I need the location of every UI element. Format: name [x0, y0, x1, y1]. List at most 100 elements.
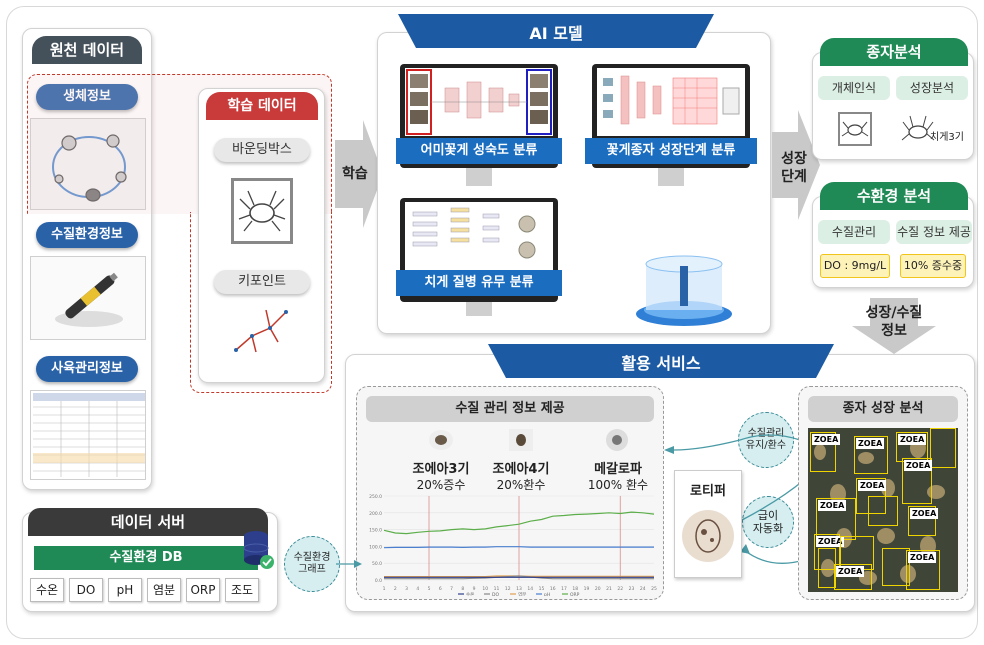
- service-title: 활용 서비스: [621, 354, 701, 373]
- water-maintain-line1: 수질관리: [747, 428, 785, 439]
- chart-x-tick: 1: [383, 586, 386, 592]
- zoea-box: [834, 564, 872, 590]
- chart-x-tick: 12: [505, 586, 511, 592]
- bounding-box-label: 바운딩박스: [214, 138, 310, 162]
- seed-crab-icon: [900, 112, 936, 148]
- seed-analysis-title: 종자분석: [820, 38, 968, 66]
- task-maturity-label: 어미꽃게 성숙도 분류: [396, 138, 562, 164]
- stage-zoea4-icon: [508, 428, 534, 452]
- learn-arrow-label: 학습: [342, 166, 368, 182]
- chart-y-tick: 200.0: [369, 511, 382, 517]
- chart-x-tick: 8: [461, 586, 464, 592]
- stage-zoea3-name: 조에아3기: [412, 462, 470, 477]
- chart-x-tick: 14: [527, 586, 533, 592]
- task-growth-label: 꽃게종자 성장단계 분류: [585, 138, 757, 164]
- chart-y-tick: 100.0: [369, 544, 382, 550]
- monitor-disease-stand: [466, 302, 492, 316]
- zoea-box: [930, 428, 956, 468]
- db-field-4: ORP: [186, 578, 220, 602]
- chart-series-line: [384, 575, 654, 580]
- water-increase-value: 10% 증수중: [900, 254, 966, 278]
- chart-x-tick: 22: [617, 586, 623, 592]
- database-icon: [242, 530, 274, 570]
- zoea-box: [818, 548, 836, 588]
- zoea-box: [902, 458, 932, 504]
- water-db-bar: 수질환경 DB: [34, 546, 258, 570]
- growth-stage-label: 성장 단계: [776, 150, 812, 186]
- chart-x-tick: 15: [539, 586, 545, 592]
- monitor-disease-screen: [405, 202, 553, 270]
- stage-zoea3-icon: [428, 428, 454, 452]
- zoea-tag: ZOEA: [856, 438, 885, 449]
- chart-x-tick: 16: [550, 586, 556, 592]
- chart-x-tick: 3: [405, 586, 408, 592]
- stage-zoea4-action: 20%환수: [496, 478, 546, 492]
- chart-x-tick: 20: [595, 586, 601, 592]
- water-do-value: DO : 9mg/L: [820, 254, 890, 278]
- seed-analysis-panel: [812, 52, 974, 160]
- chart-legend-label: 염분: [518, 591, 526, 596]
- water-sensor-image: [30, 256, 146, 340]
- water-graph-line2: 그래프: [298, 564, 326, 575]
- water-item-info: 수질 정보 제공: [896, 220, 972, 244]
- zoea-tag: ZOEA: [816, 536, 845, 547]
- water-item-manage: 수질관리: [818, 220, 890, 244]
- water-analysis-title: 수환경 분석: [820, 182, 968, 210]
- water-maintain-line2: 유지/환수: [745, 440, 787, 451]
- auto-feed-line1: 급이: [757, 508, 779, 522]
- db-field-2: pH: [108, 578, 142, 602]
- chart-x-tick: 23: [629, 586, 635, 592]
- service-ribbon: 활용 서비스: [488, 344, 834, 378]
- growth-water-arrow: [852, 298, 936, 354]
- chart-x-tick: 18: [572, 586, 578, 592]
- rearing-info-label: 사육관리정보: [36, 356, 138, 382]
- stage-zoea3-action: 20%증수: [416, 478, 466, 492]
- rotifer-label: 로티퍼: [690, 484, 726, 499]
- zoea-tag: ZOEA: [910, 508, 939, 519]
- stage-megalopa-name: 메갈로파: [594, 462, 642, 477]
- chart-x-tick: 10: [482, 586, 488, 592]
- chart-x-tick: 2: [394, 586, 397, 592]
- chart-x-tick: 19: [584, 586, 590, 592]
- seed-crab-box-image: [838, 112, 872, 146]
- zoea-tag: ZOEA: [908, 552, 937, 563]
- seed-crab-stage-label: 치게3기: [930, 132, 964, 143]
- chart-y-tick: 0.0: [375, 578, 382, 584]
- growth-water-label-line2: 정보: [881, 323, 907, 339]
- db-field-0: 수온: [30, 578, 64, 602]
- hologram-graphic: [632, 246, 736, 330]
- chart-x-tick: 9: [473, 586, 476, 592]
- water-graph-line1: 수질환경: [293, 552, 331, 563]
- chart-x-tick: 17: [561, 586, 567, 592]
- ai-model-title: AI 모델: [529, 24, 583, 43]
- zoea-box: [810, 432, 836, 472]
- growth-water-label: 성장/수질 정보: [852, 304, 936, 340]
- growth-stage-label-line1: 성장: [781, 151, 807, 167]
- db-field-5: 조도: [225, 578, 259, 602]
- zoea-box: [908, 506, 936, 536]
- seed-growth-title: 종자 성장 분석: [808, 396, 958, 422]
- chart-y-tick: 50.0: [372, 561, 382, 567]
- growth-water-label-line1: 성장/수질: [865, 305, 923, 321]
- chart-y-tick: 150.0: [369, 528, 382, 534]
- bounding-box-crab-image: [231, 178, 293, 244]
- bio-info-label: 생체정보: [36, 84, 138, 110]
- monitor-maturity-screen: [405, 68, 553, 136]
- chart-legend-label: DO: [492, 592, 499, 596]
- stage-zoea4-name: 조에아4기: [492, 462, 550, 477]
- monitor-maturity-stand: [466, 168, 492, 186]
- zoea-box: [814, 534, 840, 570]
- chart-legend-label: 수온: [466, 592, 474, 596]
- growth-stage-arrow: [772, 110, 820, 220]
- chart-series-line: [383, 546, 654, 549]
- chart-x-tick: 5: [428, 586, 431, 592]
- keypoint-label: 키포인트: [214, 270, 310, 294]
- chart-y-tick: 250.0: [369, 494, 382, 500]
- chart-legend-label: ORP: [570, 592, 580, 596]
- data-server-title: 데이터 서버: [28, 508, 268, 536]
- zoea-tag: ZOEA: [818, 500, 847, 511]
- auto-feed-line2: 자동화: [752, 522, 784, 535]
